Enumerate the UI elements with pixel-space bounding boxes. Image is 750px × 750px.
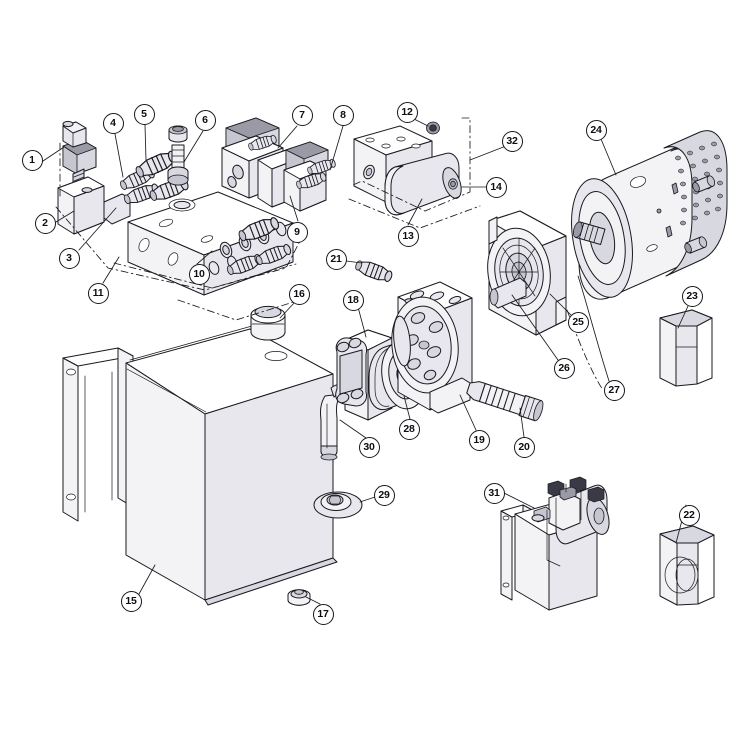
- callout-28[interactable]: 28: [398, 418, 420, 440]
- callout-1[interactable]: 1: [21, 149, 43, 171]
- port-plug-part: [167, 125, 196, 212]
- callout-14[interactable]: 14: [485, 176, 507, 198]
- callout-15[interactable]: 15: [120, 590, 142, 612]
- complete-power-unit-part: [500, 476, 610, 611]
- reservoir-tank-part: [62, 305, 363, 606]
- callout-27[interactable]: 27: [603, 379, 625, 401]
- inlet-fitting-part: [353, 256, 395, 285]
- callout-2[interactable]: 2: [34, 212, 56, 234]
- callout-23[interactable]: 23: [681, 285, 703, 307]
- callout-30[interactable]: 30: [358, 436, 380, 458]
- callout-6[interactable]: 6: [194, 109, 216, 131]
- callout-3[interactable]: 3: [58, 247, 80, 269]
- manifold-block-part: [127, 191, 294, 296]
- directional-valve-part: [221, 117, 338, 212]
- hydraulic-cylinder-part: [348, 117, 481, 229]
- callout-24[interactable]: 24: [585, 119, 607, 141]
- callout-7[interactable]: 7: [291, 104, 313, 126]
- callout-16[interactable]: 16: [288, 283, 310, 305]
- callout-5[interactable]: 5: [133, 103, 155, 125]
- callout-18[interactable]: 18: [342, 289, 364, 311]
- callout-10[interactable]: 10: [188, 263, 210, 285]
- bracket-23-part: [659, 309, 713, 387]
- electric-motor-part: [571, 130, 728, 300]
- callout-31[interactable]: 31: [483, 482, 505, 504]
- callout-25[interactable]: 25: [567, 311, 589, 333]
- leader-lines: [42, 117, 689, 605]
- callout-29[interactable]: 29: [373, 484, 395, 506]
- callout-9[interactable]: 9: [286, 221, 308, 243]
- callout-32[interactable]: 32: [501, 130, 523, 152]
- manifold-group-outline: [55, 142, 301, 291]
- callout-22[interactable]: 22: [678, 504, 700, 526]
- pump-rear-body-part: [391, 281, 473, 414]
- callout-20[interactable]: 20: [513, 436, 535, 458]
- callout-26[interactable]: 26: [553, 357, 575, 379]
- callout-17[interactable]: 17: [312, 603, 334, 625]
- callout-8[interactable]: 8: [332, 104, 354, 126]
- bracket-22-part: [659, 525, 715, 606]
- callout-12[interactable]: 12: [396, 101, 418, 123]
- callout-21[interactable]: 21: [325, 248, 347, 270]
- callout-13[interactable]: 13: [397, 225, 419, 247]
- callout-11[interactable]: 11: [87, 282, 109, 304]
- solenoid-valve-part: [57, 120, 191, 235]
- callout-19[interactable]: 19: [468, 429, 490, 451]
- motor-end-plate-part: [487, 210, 567, 336]
- drive-shaft-coupling-part: [466, 381, 544, 422]
- callout-4[interactable]: 4: [102, 112, 124, 134]
